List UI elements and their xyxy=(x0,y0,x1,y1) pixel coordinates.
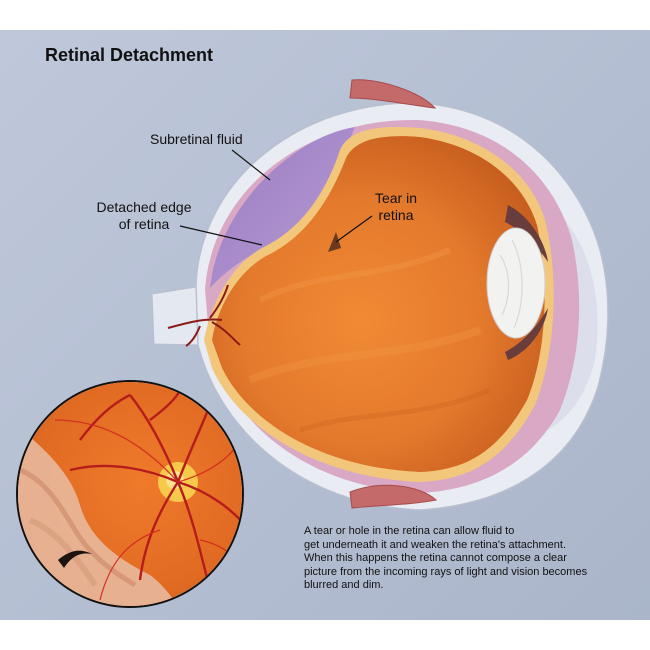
label-tear-in-retina: Tear in retina xyxy=(368,190,424,224)
label-detached-edge-line1: Detached edge xyxy=(96,199,192,215)
muscle-top xyxy=(349,79,437,109)
caption-line4: picture from the incoming rays of light … xyxy=(304,565,588,578)
label-detached-edge-line2: of retina xyxy=(118,216,170,232)
label-tear-line2: retina xyxy=(378,207,414,223)
muscle-bottom xyxy=(349,484,438,509)
leader-tear xyxy=(335,215,373,243)
leader-detached-edge xyxy=(179,225,263,246)
caption-line2: get underneath it and weaken the retina'… xyxy=(304,538,566,551)
vitreous-body xyxy=(212,136,545,472)
subretinal-fluid xyxy=(210,127,355,288)
retinal-tear-mark xyxy=(328,232,341,252)
label-detached-edge: Detached edge of retina xyxy=(94,199,194,233)
ciliary-body-bottom xyxy=(505,308,548,360)
label-tear-line1: Tear in xyxy=(374,190,418,206)
optic-nerve xyxy=(151,286,201,346)
caption: A tear or hole in the retina can allow f… xyxy=(304,525,604,593)
caption-line5: blurred and dim. xyxy=(304,579,384,591)
label-subretinal-fluid: Subretinal fluid xyxy=(150,131,243,147)
leader-subretinal-fluid xyxy=(231,149,271,181)
fundus-inset xyxy=(16,380,244,608)
caption-line3: When this happens the retina cannot comp… xyxy=(304,552,567,564)
retinal-vessels xyxy=(167,284,241,347)
lens xyxy=(486,227,546,339)
diagram-title: Retinal Detachment xyxy=(45,45,214,65)
caption-line1: A tear or hole in the retina can allow f… xyxy=(304,525,515,537)
